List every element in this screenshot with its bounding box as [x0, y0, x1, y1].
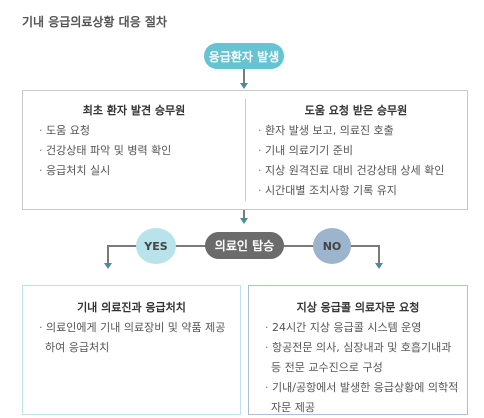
- arrow-down-icon: [240, 83, 248, 89]
- connector-box-to-decision: [243, 210, 245, 219]
- list-item: 응급처치 실시: [39, 161, 171, 181]
- page-title: 기내 응급의료상황 대응 절차: [22, 15, 168, 29]
- decision-node: 의료인 탑승: [205, 232, 284, 259]
- list-item: 시간대별 조치사항 기록 유지: [258, 181, 444, 201]
- yes-node: YES: [136, 228, 176, 264]
- list-item: 환자 발생 보고, 의료진 호출: [258, 121, 444, 141]
- connector-start-to-box: [243, 69, 245, 83]
- yes-path-list: 의료인에게 기내 의료장비 및 약품 제공하여 응급처치: [39, 318, 227, 358]
- no-node: NO: [313, 228, 351, 264]
- list-item: 건강상태 파악 및 병력 확인: [39, 141, 171, 161]
- list-item: 24시간 지상 응급콜 시스템 운영: [265, 318, 461, 338]
- yes-path-box: 기내 의료진과 응급처치 의료인에게 기내 의료장비 및 약품 제공하여 응급처…: [22, 285, 241, 415]
- start-node: 응급환자 발생: [204, 43, 284, 69]
- support-responder-title: 도움 요청 받은 승무원: [304, 104, 408, 117]
- responder-box: 최초 환자 발견 승무원 도움 요청 건강상태 파악 및 병력 확인 응급처치 …: [22, 90, 468, 210]
- connector-no-down: [378, 245, 380, 264]
- first-responder-title: 최초 환자 발견 승무원: [82, 104, 186, 117]
- arrow-down-icon: [375, 263, 383, 269]
- arrow-down-icon: [104, 263, 112, 269]
- yes-path-title: 기내 의료진과 응급처치: [77, 301, 186, 314]
- list-item: 도움 요청: [39, 121, 171, 141]
- list-item: 항공전문 의사, 심장내과 및 호흡기내과 등 전문 교수진으로 구성: [265, 338, 461, 378]
- first-responder-list: 도움 요청 건강상태 파악 및 병력 확인 응급처치 실시: [39, 121, 171, 181]
- arrow-down-icon: [240, 218, 248, 224]
- list-item: 기내/공항에서 발생한 응급상황에 의학적 자문 제공: [265, 378, 461, 418]
- box-divider: [245, 99, 246, 201]
- list-item: 의료인에게 기내 의료장비 및 약품 제공하여 응급처치: [39, 318, 227, 358]
- list-item: 기내 의료기기 준비: [258, 141, 444, 161]
- connector-yes-down: [107, 245, 109, 264]
- no-path-box: 지상 응급콜 의료자문 요청 24시간 지상 응급콜 시스템 운영 항공전문 의…: [248, 285, 468, 415]
- list-item: 지상 원격진료 대비 건강상태 상세 확인: [258, 161, 444, 181]
- no-path-list: 24시간 지상 응급콜 시스템 운영 항공전문 의사, 심장내과 및 호흡기내과…: [265, 318, 461, 418]
- support-responder-list: 환자 발생 보고, 의료진 호출 기내 의료기기 준비 지상 원격진료 대비 건…: [258, 121, 444, 201]
- no-path-title: 지상 응급콜 의료자문 요청: [296, 301, 420, 314]
